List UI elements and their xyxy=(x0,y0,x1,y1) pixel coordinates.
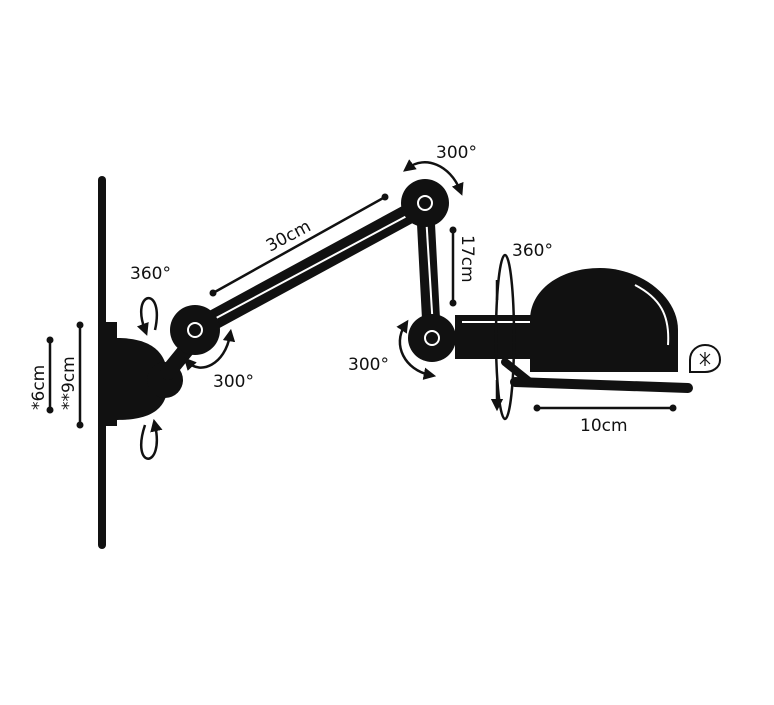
shoulder-joint xyxy=(170,305,220,355)
label-base-large: **9cm xyxy=(59,356,79,410)
base-dimension-dots xyxy=(46,321,84,429)
label-shade-length: 10cm xyxy=(580,416,628,436)
wall-plate xyxy=(103,322,117,426)
shade-dimension xyxy=(533,404,677,412)
shoulder-rotation-arc xyxy=(183,328,236,371)
label-rot-wrist: 300° xyxy=(348,355,389,375)
label-rot-base: 360° xyxy=(130,264,171,284)
main-arm xyxy=(185,195,435,340)
base-dimension-lines xyxy=(48,325,82,425)
arm-dimension xyxy=(209,193,389,297)
label-base-small: *6cm xyxy=(29,365,49,410)
label-rot-shoulder: 300° xyxy=(213,372,254,392)
label-rot-elbow-top: 300° xyxy=(436,143,477,163)
shade-rotation-ellipse xyxy=(494,253,516,421)
shade-rim xyxy=(510,377,693,393)
label-rot-shade: 360° xyxy=(512,241,553,261)
shade-support xyxy=(501,358,534,386)
elbow-joint xyxy=(401,179,449,227)
base-rotation-arc xyxy=(141,296,157,460)
label-forearm-length: 17cm xyxy=(457,235,477,283)
forearm-dimension xyxy=(449,226,457,307)
shade-highlight xyxy=(634,284,670,346)
wrist-joint xyxy=(408,314,456,362)
shade xyxy=(530,268,678,372)
wrist-rotation-arc xyxy=(396,319,437,380)
elbow-rotation-arc xyxy=(403,159,464,196)
bulb-icon xyxy=(689,343,722,373)
